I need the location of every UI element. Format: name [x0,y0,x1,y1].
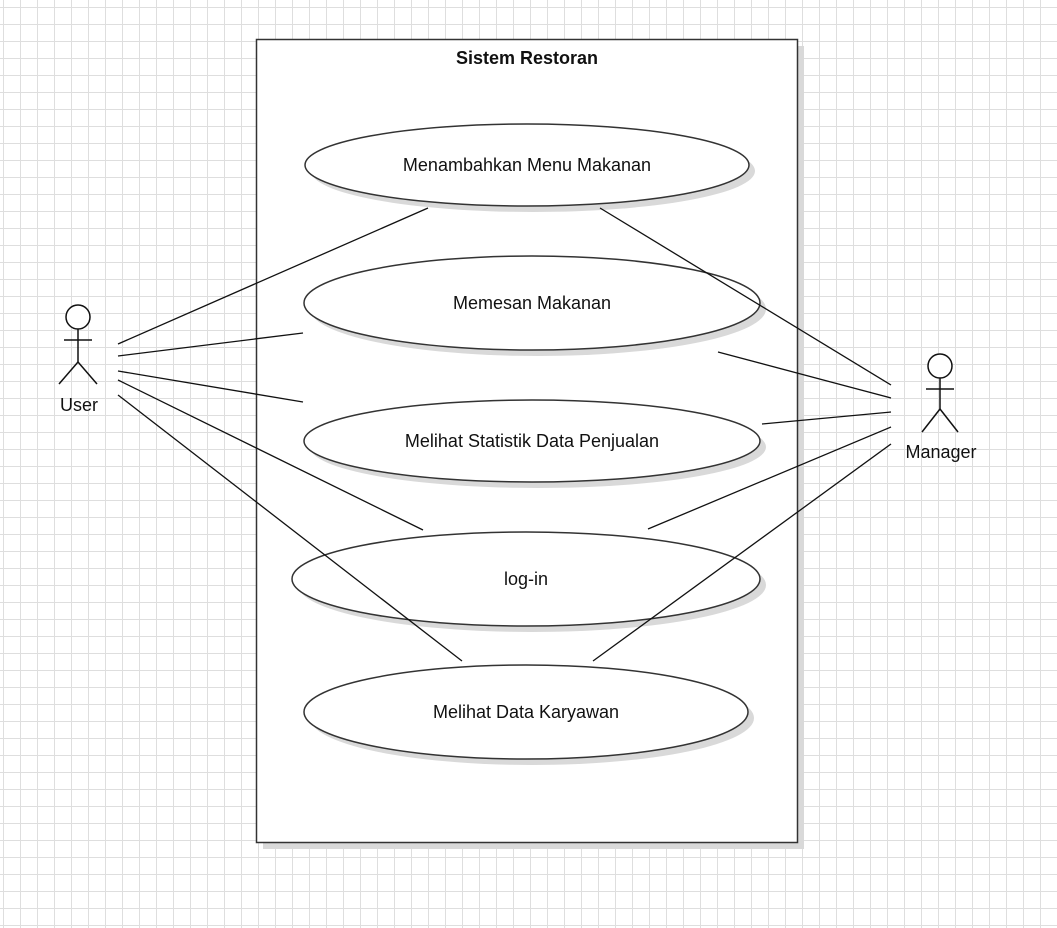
association-manager-memesan-makanan[interactable] [717,351,892,399]
actor-right-leg [939,408,959,433]
association-user-memesan-makanan[interactable] [117,332,304,357]
association-user-melihat-karyawan[interactable] [117,394,463,662]
manager-associations [592,207,892,662]
user-associations [117,207,463,662]
actor-manager-label: Manager [905,442,976,462]
association-manager-melihat-karyawan[interactable] [592,443,892,662]
association-manager-melihat-statistik[interactable] [761,411,892,425]
association-manager-menambahkan-menu[interactable] [599,207,892,386]
actor-user-label: User [60,395,98,415]
use-case-label: Menambahkan Menu Makanan [403,155,651,175]
use-case-label: Memesan Makanan [453,293,611,313]
use-case-ellipse [291,531,761,627]
use-case-ellipse [303,664,749,760]
use-case-login[interactable]: log-in [291,531,766,632]
actor-left-leg [58,361,79,385]
use-case-label: log-in [504,569,548,589]
use-case-label: Melihat Data Karyawan [433,702,619,722]
use-case-melihat-statistik[interactable]: Melihat Statistik Data Penjualan [303,399,766,488]
use-case-ellipse [303,255,761,351]
use-case-label: Melihat Statistik Data Penjualan [405,431,659,451]
actor-left-leg [921,408,941,433]
association-manager-login[interactable] [647,426,892,530]
actor-manager[interactable] [921,353,959,433]
association-user-login[interactable] [117,379,424,531]
association-user-melihat-statistik[interactable] [117,370,304,403]
actor-user[interactable] [58,304,98,385]
use-case-melihat-karyawan[interactable]: Melihat Data Karyawan [303,664,754,765]
actor-head [65,304,91,330]
system-boundary-title: Sistem Restoran [456,48,598,68]
use-case-ellipse [303,399,761,483]
use-case-ellipse [304,123,750,207]
use-case-memesan-makanan[interactable]: Memesan Makanan [303,255,766,356]
actor-right-leg [77,361,98,385]
association-user-menambahkan-menu[interactable] [117,207,429,345]
actor-head [927,353,953,379]
use-case-menambahkan-menu[interactable]: Menambahkan Menu Makanan [304,123,755,212]
